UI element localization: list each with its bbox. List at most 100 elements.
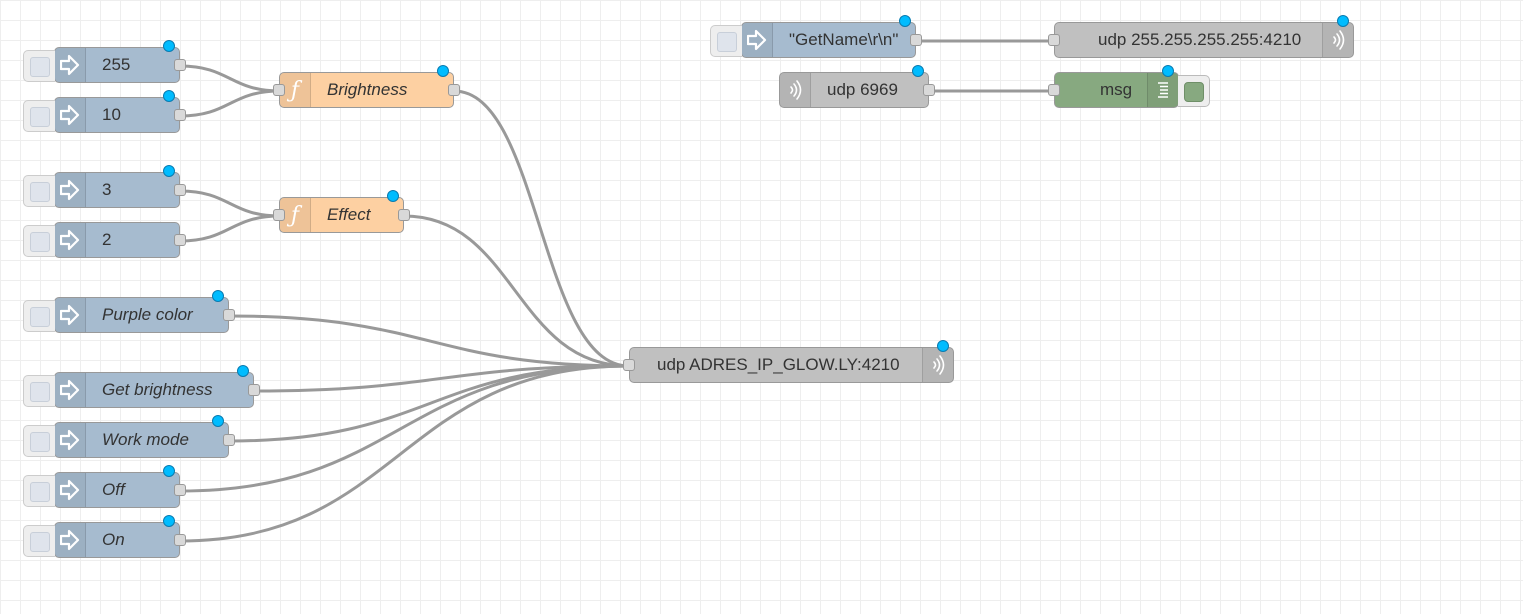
node-label: 3 (102, 180, 112, 199)
inject-trigger-button[interactable] (23, 375, 55, 407)
udp-out-node-glowly[interactable]: udp ADRES_IP_GLOW.LY:4210 (623, 340, 954, 383)
inject-trigger-button[interactable] (710, 25, 742, 57)
inject-node-work-mode[interactable]: Work mode (23, 415, 235, 458)
inject-arrow-icon (55, 373, 86, 407)
debug-list-icon (1147, 73, 1178, 107)
node-label: Off (102, 480, 125, 499)
node-label: udp 255.255.255.255:4210 (1098, 30, 1302, 49)
input-port[interactable] (1048, 84, 1060, 96)
inject-trigger-button[interactable] (23, 50, 55, 82)
debug-toggle-button[interactable] (1178, 75, 1210, 107)
function-node-effect[interactable]: ƒ Effect (273, 190, 410, 233)
function-icon: ƒ (280, 198, 311, 232)
trigger-button-face[interactable] (30, 382, 50, 402)
changed-indicator (899, 15, 911, 27)
inject-node-255[interactable]: 255 (23, 40, 186, 83)
output-port[interactable] (174, 234, 186, 246)
inject-arrow-icon (55, 48, 86, 82)
trigger-button-face[interactable] (30, 232, 50, 252)
wire-get-brightness-to-udp[interactable] (252, 364, 631, 393)
wire-3-to-effect[interactable] (178, 189, 282, 218)
trigger-button-face[interactable] (30, 532, 50, 552)
inject-node-3[interactable]: 3 (23, 165, 186, 208)
wire-on-to-udp[interactable] (178, 364, 631, 543)
inject-trigger-button[interactable] (23, 525, 55, 557)
changed-indicator (387, 190, 399, 202)
changed-indicator (237, 365, 249, 377)
node-label: udp 6969 (827, 80, 898, 99)
wire-off-to-udp[interactable] (178, 364, 631, 493)
udp-in-node-6969[interactable]: udp 6969 (779, 65, 935, 108)
output-port[interactable] (174, 534, 186, 546)
output-port[interactable] (174, 109, 186, 121)
node-label: On (102, 530, 125, 549)
wire-10-to-brightness[interactable] (178, 89, 282, 118)
inject-trigger-button[interactable] (23, 425, 55, 457)
inject-arrow-icon (742, 23, 773, 57)
inject-trigger-button[interactable] (23, 100, 55, 132)
wire-purple-to-udp[interactable] (227, 314, 631, 368)
node-label: 255 (102, 55, 131, 74)
output-port[interactable] (398, 209, 410, 221)
input-port[interactable] (623, 359, 635, 371)
input-port[interactable] (273, 84, 285, 96)
wire-255-to-brightness[interactable] (178, 64, 282, 93)
function-icon: ƒ (280, 73, 311, 107)
trigger-button-face[interactable] (30, 307, 50, 327)
inject-trigger-button[interactable] (23, 475, 55, 507)
inject-arrow-icon (55, 423, 86, 457)
changed-indicator (437, 65, 449, 77)
output-port[interactable] (174, 59, 186, 71)
inject-node-off[interactable]: Off (23, 465, 186, 508)
node-label: udp ADRES_IP_GLOW.LY:4210 (657, 355, 900, 374)
changed-indicator (1162, 65, 1174, 77)
input-port[interactable] (273, 209, 285, 221)
toggle-button-face[interactable] (1184, 82, 1204, 102)
trigger-button-face[interactable] (30, 182, 50, 202)
output-port[interactable] (923, 84, 935, 96)
output-port[interactable] (223, 434, 235, 446)
trigger-button-face[interactable] (30, 57, 50, 77)
inject-node-get-brightness[interactable]: Get brightness (23, 365, 260, 408)
function-node-brightness[interactable]: ƒ Brightness (273, 65, 460, 108)
output-port[interactable] (910, 34, 922, 46)
input-port[interactable] (1048, 34, 1060, 46)
inject-arrow-icon (55, 523, 86, 557)
inject-node-10[interactable]: 10 (23, 90, 186, 133)
udp-out-node-broadcast[interactable]: udp 255.255.255.255:4210 (1048, 15, 1354, 58)
inject-trigger-button[interactable] (23, 225, 55, 257)
debug-node-msg[interactable]: msg (1048, 65, 1210, 108)
udp-broadcast-icon (922, 348, 953, 382)
changed-indicator (163, 165, 175, 177)
inject-node-2[interactable]: 2 (23, 222, 186, 258)
output-port[interactable] (174, 484, 186, 496)
wire-brightness-to-udp[interactable] (452, 89, 631, 368)
output-port[interactable] (248, 384, 260, 396)
inject-trigger-button[interactable] (23, 175, 55, 207)
inject-node-purple-color[interactable]: Purple color (23, 290, 235, 333)
inject-trigger-button[interactable] (23, 300, 55, 332)
trigger-button-face[interactable] (717, 32, 737, 52)
output-port[interactable] (448, 84, 460, 96)
trigger-button-face[interactable] (30, 482, 50, 502)
inject-arrow-icon (55, 173, 86, 207)
udp-broadcast-icon (1322, 23, 1353, 57)
inject-arrow-icon (55, 298, 86, 332)
output-port[interactable] (223, 309, 235, 321)
node-label: 2 (102, 230, 112, 249)
wire-effect-to-udp[interactable] (402, 214, 631, 368)
trigger-button-face[interactable] (30, 107, 50, 127)
changed-indicator (212, 290, 224, 302)
node-label: Brightness (327, 80, 408, 99)
inject-node-getname[interactable]: "GetName\r\n" (710, 15, 922, 58)
output-port[interactable] (174, 184, 186, 196)
wire-work-mode-to-udp[interactable] (227, 364, 631, 443)
trigger-button-face[interactable] (30, 432, 50, 452)
wire-2-to-effect[interactable] (178, 214, 282, 243)
node-label: Purple color (102, 305, 193, 324)
node-label: Effect (327, 205, 371, 224)
inject-node-on[interactable]: On (23, 515, 186, 558)
changed-indicator (937, 340, 949, 352)
node-label: "GetName\r\n" (789, 30, 899, 49)
node-label: Work mode (102, 430, 189, 449)
